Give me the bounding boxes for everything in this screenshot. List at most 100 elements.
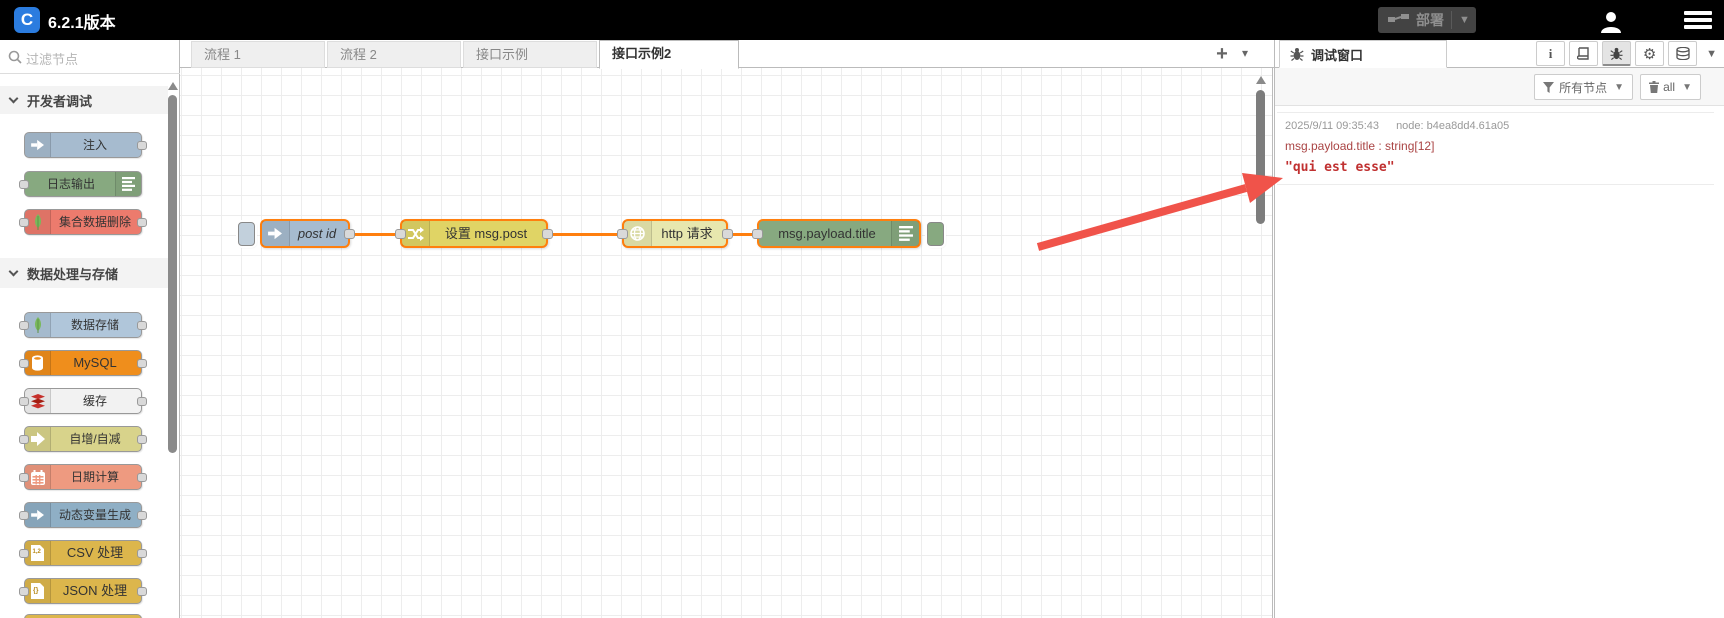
debug-node-id: node: b4ea8dd4.61a05: [1396, 120, 1510, 132]
tab-debug-window[interactable]: 调试窗口: [1279, 40, 1447, 68]
debug-timestamp: 2025/9/11 09:35:43: [1285, 120, 1379, 132]
clear-messages-button[interactable]: all ▼: [1640, 74, 1701, 100]
scroll-up-arrow-icon[interactable]: [1256, 76, 1266, 84]
node-label: 日期计算: [70, 470, 119, 484]
node-port[interactable]: [19, 180, 29, 189]
node-port[interactable]: [137, 549, 147, 558]
category-label: 数据处理与存储: [27, 266, 119, 282]
node-port[interactable]: [19, 321, 29, 330]
flow-list-caret-icon[interactable]: ▾: [1242, 46, 1249, 60]
debug-toggle-button[interactable]: [927, 222, 944, 246]
wire[interactable]: [547, 233, 624, 236]
node-port[interactable]: [752, 229, 763, 239]
palette-node-partial[interactable]: [24, 614, 142, 618]
globe-icon: [624, 221, 652, 246]
palette-node-log-output[interactable]: 日志输出: [19, 171, 142, 197]
svg-text:1,2: 1,2: [33, 549, 42, 555]
user-icon[interactable]: [1598, 8, 1624, 34]
node-port[interactable]: [137, 435, 147, 444]
scrollbar-thumb[interactable]: [1256, 90, 1265, 224]
mongodb-leaf-icon: [25, 313, 51, 337]
inject-trigger-button[interactable]: [238, 222, 255, 246]
deploy-caret-icon[interactable]: ▼: [1459, 14, 1470, 26]
book-icon[interactable]: [1569, 41, 1599, 66]
category-label: 开发者调试: [27, 93, 93, 109]
node-port[interactable]: [19, 435, 29, 444]
node-label: 缓存: [82, 394, 107, 408]
node-port[interactable]: [137, 141, 147, 150]
palette-category-data-storage[interactable]: 数据处理与存储: [0, 258, 168, 288]
node-port[interactable]: [722, 229, 733, 239]
filter-nodes-button[interactable]: 所有节点 ▼: [1534, 74, 1633, 100]
app-logo-icon: C: [14, 7, 40, 33]
palette-node-csv[interactable]: 1,2 CSV 处理: [19, 540, 147, 566]
clear-button-label: all: [1663, 80, 1676, 94]
palette-node-json[interactable]: {} JSON 处理: [19, 578, 147, 604]
palette-node-data-store[interactable]: 数据存储: [19, 312, 147, 338]
node-port[interactable]: [19, 473, 29, 482]
node-port[interactable]: [19, 511, 29, 520]
layers-icon[interactable]: [1668, 41, 1698, 66]
node-port[interactable]: [137, 218, 147, 227]
flow-node-debug-payload-title[interactable]: msg.payload.title: [752, 219, 921, 248]
debug-message[interactable]: 2025/9/11 09:35:43 node: b4ea8dd4.61a05 …: [1277, 112, 1714, 185]
node-label: http 请求: [661, 226, 713, 241]
wire[interactable]: [727, 233, 759, 236]
flow-canvas[interactable]: post id 设置 msg.post http 请求 msg.payload.…: [180, 68, 1273, 618]
node-port[interactable]: [137, 587, 147, 596]
info-icon[interactable]: i: [1536, 41, 1566, 66]
node-port[interactable]: [19, 218, 29, 227]
palette-node-cache[interactable]: 缓存: [19, 388, 147, 414]
scroll-up-arrow-icon[interactable]: [168, 82, 178, 90]
calendar-icon: [25, 465, 51, 489]
node-port[interactable]: [137, 397, 147, 406]
canvas-scrollbar[interactable]: [1256, 76, 1266, 224]
add-flow-button[interactable]: +: [1216, 43, 1228, 65]
tab-api-example-2[interactable]: 接口示例2: [599, 40, 739, 69]
palette-node-mysql[interactable]: MySQL: [19, 350, 147, 376]
palette-node-dynamic-var[interactable]: 动态变量生成: [19, 502, 147, 528]
palette-node-date-calc[interactable]: 日期计算: [19, 464, 147, 490]
palette-search-input[interactable]: 过滤节点: [0, 40, 180, 74]
inject-arrow-icon: [25, 133, 51, 157]
node-port[interactable]: [19, 359, 29, 368]
palette-node-collection-delete[interactable]: 集合数据删除: [19, 209, 147, 235]
chevron-down-icon: [8, 93, 19, 104]
tab-api-example[interactable]: 接口示例: [463, 41, 597, 68]
flow-node-http-request[interactable]: http 请求: [617, 219, 733, 248]
palette-node-inject[interactable]: 注入: [24, 132, 147, 158]
scrollbar-thumb[interactable]: [168, 95, 177, 453]
node-port[interactable]: [137, 359, 147, 368]
palette-node-increment[interactable]: 自增/自减: [19, 426, 147, 452]
tab-flow-1[interactable]: 流程 1: [191, 41, 325, 68]
bug-icon[interactable]: [1602, 41, 1632, 66]
node-port[interactable]: [19, 549, 29, 558]
svg-text:{}: {}: [33, 588, 39, 595]
node-port[interactable]: [542, 229, 553, 239]
tab-flow-2[interactable]: 流程 2: [327, 41, 461, 68]
shuffle-icon: [402, 221, 430, 246]
node-port[interactable]: [19, 397, 29, 406]
json-file-icon: {}: [25, 579, 51, 603]
node-port[interactable]: [137, 511, 147, 520]
node-port[interactable]: [137, 321, 147, 330]
node-port[interactable]: [395, 229, 406, 239]
caret-down-icon[interactable]: ▼: [1706, 47, 1717, 60]
node-port[interactable]: [19, 587, 29, 596]
node-label: MySQL: [73, 355, 117, 370]
gear-icon[interactable]: ⚙: [1635, 41, 1665, 66]
flow-node-inject-post-id[interactable]: post id: [260, 219, 355, 248]
palette-category-developer-debug[interactable]: 开发者调试: [0, 86, 168, 114]
flow-node-set-msg-post[interactable]: 设置 msg.post: [395, 219, 553, 248]
debug-message-value: "qui est esse": [1285, 160, 1395, 175]
wire[interactable]: [348, 233, 402, 236]
deploy-button[interactable]: 部署 ▼: [1378, 7, 1476, 33]
node-port[interactable]: [344, 229, 355, 239]
thick-arrow-icon: [25, 427, 51, 451]
node-label: post id: [297, 226, 337, 241]
palette-scrollbar[interactable]: [168, 82, 179, 453]
node-label: JSON 处理: [62, 583, 128, 598]
node-port[interactable]: [617, 229, 628, 239]
hamburger-menu-icon[interactable]: [1684, 11, 1712, 29]
node-port[interactable]: [137, 473, 147, 482]
